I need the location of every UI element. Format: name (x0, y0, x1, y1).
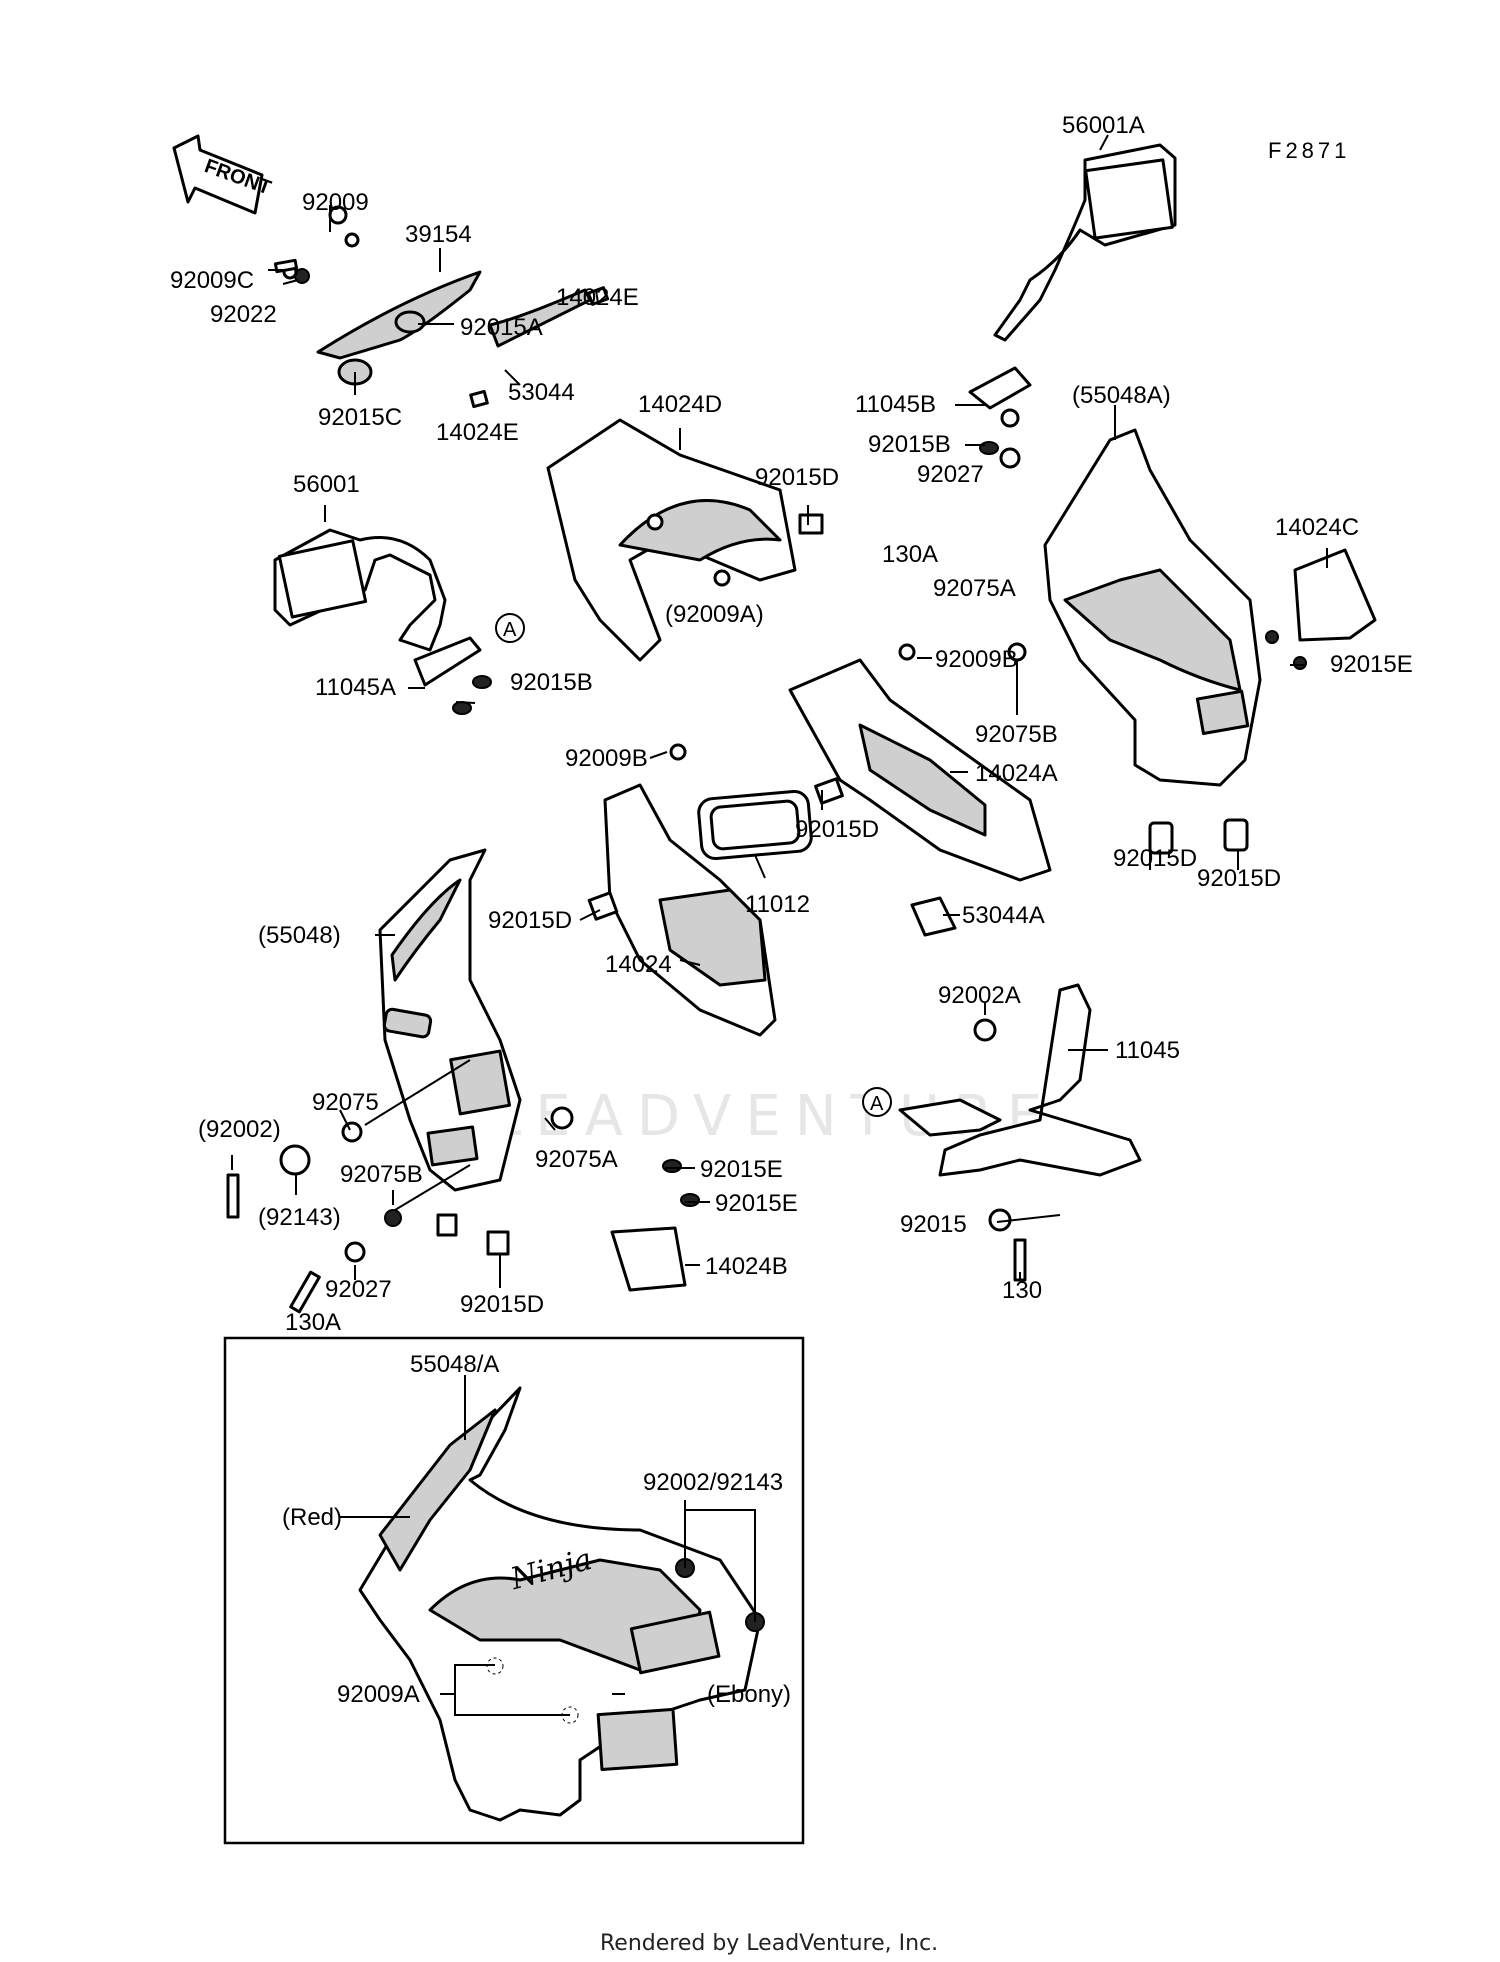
diagram-reference: F2871 (1268, 138, 1350, 163)
label-92075B-a: 92075B (975, 721, 1058, 748)
label-92075A-a: 92075A (933, 575, 1016, 602)
front-arrow-icon: FRONT (172, 134, 274, 215)
stay-11045 (898, 983, 1142, 1282)
label-14024E-b: 14024E (436, 419, 519, 446)
bolt-icon (226, 1173, 240, 1219)
clip-53044A (910, 896, 957, 937)
label-92009A-paren: (92009A) (665, 601, 764, 628)
label-92009A: 92009A (337, 1681, 420, 1708)
label-55048A-paren: (55048A) (1072, 382, 1171, 409)
label-92075B-b: 92075B (340, 1161, 423, 1188)
label-92015E-c: 92015E (715, 1190, 798, 1217)
label-92015E-a: 92015E (1330, 651, 1413, 678)
part-labels: 56001A 39154 92009 92009C 92022 92015A 1… (170, 112, 1413, 1708)
clips (587, 777, 957, 937)
label-39154: 39154 (405, 221, 472, 248)
svg-text:A: A (870, 1093, 884, 1115)
label-92022: 92022 (210, 301, 277, 328)
circle-marker-a-1: A (495, 613, 525, 643)
label-56001: 56001 (293, 471, 360, 498)
label-92015B-b: 92015B (868, 431, 951, 458)
label-92075: 92075 (312, 1089, 379, 1116)
label-92015D-a: 92015D (755, 464, 839, 491)
label-92009C: 92009C (170, 267, 254, 294)
label-11012: 11012 (745, 891, 810, 918)
label-14024D: 14024D (638, 391, 722, 418)
label-92002-92143: 92002/92143 (643, 1469, 783, 1496)
label-53044: 53044 (508, 379, 575, 406)
label-92015D-e: 92015D (488, 907, 572, 934)
svg-text:A: A (503, 619, 517, 641)
panel-right-55048A (999, 428, 1262, 855)
label-92027-a: 92027 (917, 461, 984, 488)
label-92027-b: 92027 (325, 1276, 392, 1303)
label-92075A-b: 92075A (535, 1146, 618, 1173)
label-92015C: 92015C (318, 404, 402, 431)
label-14024: 14024 (605, 951, 672, 978)
label-92002-paren: (92002) (198, 1116, 281, 1143)
label-11045A: 11045A (315, 674, 396, 701)
fairing-assembly: Ninja (358, 1386, 765, 1822)
label-92015D-b: 92015D (795, 816, 879, 843)
label-92015D-f: 92015D (460, 1291, 544, 1318)
label-92143-paren: (92143) (258, 1204, 341, 1231)
label-92015B-a: 92015B (510, 669, 593, 696)
label-11045B: 11045B (855, 391, 936, 418)
gasket-11012 (697, 789, 813, 861)
label-92009B-b: 92009B (565, 745, 648, 772)
label-55048-A: 55048/A (410, 1351, 499, 1378)
footer-credit: Rendered by LeadVenture, Inc. (600, 1931, 938, 1956)
label-14024B: 14024B (705, 1253, 788, 1280)
label-92009: 92009 (302, 189, 369, 216)
label-14024C: 14024C (1275, 514, 1359, 541)
label-92002A: 92002A (938, 982, 1021, 1009)
label-56001A: 56001A (1062, 112, 1145, 139)
mirror-left-part (273, 528, 492, 715)
label-53044A: 53044A (962, 902, 1045, 929)
label-92015D-c: 92015D (1113, 845, 1197, 872)
label-red: (Red) (282, 1504, 342, 1531)
bracket-14024C (1265, 548, 1377, 670)
label-11045: 11045 (1115, 1037, 1180, 1064)
label-92015D-d: 92015D (1197, 865, 1281, 892)
cover-14024B (610, 1226, 687, 1292)
label-92015: 92015 (900, 1211, 967, 1238)
label-130A-a: 130A (882, 541, 938, 568)
label-14024A: 14024A (975, 760, 1058, 787)
windshield-part (273, 205, 610, 409)
panel-left-55048 (378, 848, 522, 1192)
leader-lines (231, 134, 1328, 1716)
label-130: 130 (1002, 1277, 1042, 1304)
label-55048-paren: (55048) (258, 922, 341, 949)
label-92015E-b: 92015E (700, 1156, 783, 1183)
inset-box (223, 1336, 805, 1845)
label-92015A: 92015A (460, 314, 543, 341)
label-130A-b: 130A (285, 1309, 341, 1336)
panel-14024A (788, 642, 1052, 882)
label-92009B-a: 92009B (935, 646, 1018, 673)
inner-cover-14024D (546, 418, 824, 662)
mirror-right-part (968, 143, 1177, 455)
panel-14024 (603, 743, 777, 1037)
label-ebony: (Ebony) (707, 1681, 791, 1708)
circle-marker-a-2: A (862, 1087, 892, 1117)
label-14024E-a: 14024E (556, 284, 639, 311)
